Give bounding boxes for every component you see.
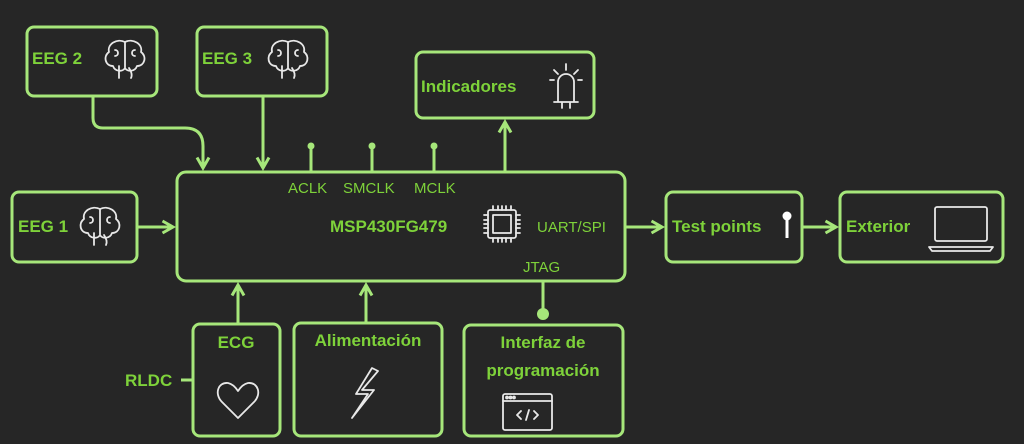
svg-text:Indicadores: Indicadores bbox=[421, 77, 516, 96]
block-interfaz-programacion: Interfaz de programación bbox=[462, 323, 625, 438]
brain-icon bbox=[79, 206, 121, 246]
brain-icon bbox=[104, 39, 146, 79]
svg-text:UART/SPI: UART/SPI bbox=[537, 219, 606, 236]
clock-pins bbox=[307, 142, 438, 172]
svg-text:ACLK: ACLK bbox=[288, 180, 327, 197]
mcu-name: MSP430FG479 bbox=[330, 217, 447, 236]
test-point-icon bbox=[782, 211, 792, 238]
svg-text:MCLK: MCLK bbox=[414, 180, 456, 197]
svg-text:Alimentación: Alimentación bbox=[315, 331, 422, 350]
svg-text:EEG 3: EEG 3 bbox=[202, 49, 252, 68]
chip-icon bbox=[483, 205, 521, 243]
svg-text:Exterior: Exterior bbox=[846, 217, 911, 236]
jtag-connector-dot bbox=[537, 308, 549, 320]
code-window-icon bbox=[502, 393, 553, 431]
heart-icon bbox=[216, 382, 260, 419]
rldc-label: RLDC bbox=[125, 371, 172, 390]
block-exterior: Exterior bbox=[838, 190, 1005, 264]
brain-icon bbox=[267, 39, 309, 79]
svg-text:ECG: ECG bbox=[218, 333, 255, 352]
block-indicadores: Indicadores bbox=[414, 50, 596, 120]
block-eeg3: EEG 3 bbox=[195, 25, 329, 98]
led-icon bbox=[549, 63, 583, 109]
lightning-icon bbox=[351, 367, 379, 419]
block-test-points: Test points bbox=[664, 190, 804, 264]
block-eeg2: EEG 2 bbox=[25, 25, 159, 98]
block-mcu: ACLK SMCLK MCLK MSP430FG479 UART/SPI JTA… bbox=[175, 170, 627, 283]
svg-text:Test points: Test points bbox=[672, 217, 761, 236]
block-eeg1: EEG 1 bbox=[10, 190, 139, 264]
svg-text:Interfaz de: Interfaz de bbox=[500, 333, 585, 352]
svg-text:EEG 1: EEG 1 bbox=[18, 217, 68, 236]
svg-text:EEG 2: EEG 2 bbox=[32, 49, 82, 68]
block-alimentacion: Alimentación bbox=[292, 321, 444, 438]
svg-text:JTAG: JTAG bbox=[523, 259, 560, 276]
laptop-icon bbox=[928, 206, 994, 252]
svg-text:programación: programación bbox=[486, 361, 599, 380]
wire-eeg2-mcu bbox=[91, 96, 211, 172]
block-ecg: ECG bbox=[191, 322, 282, 438]
svg-text:SMCLK: SMCLK bbox=[343, 180, 395, 197]
